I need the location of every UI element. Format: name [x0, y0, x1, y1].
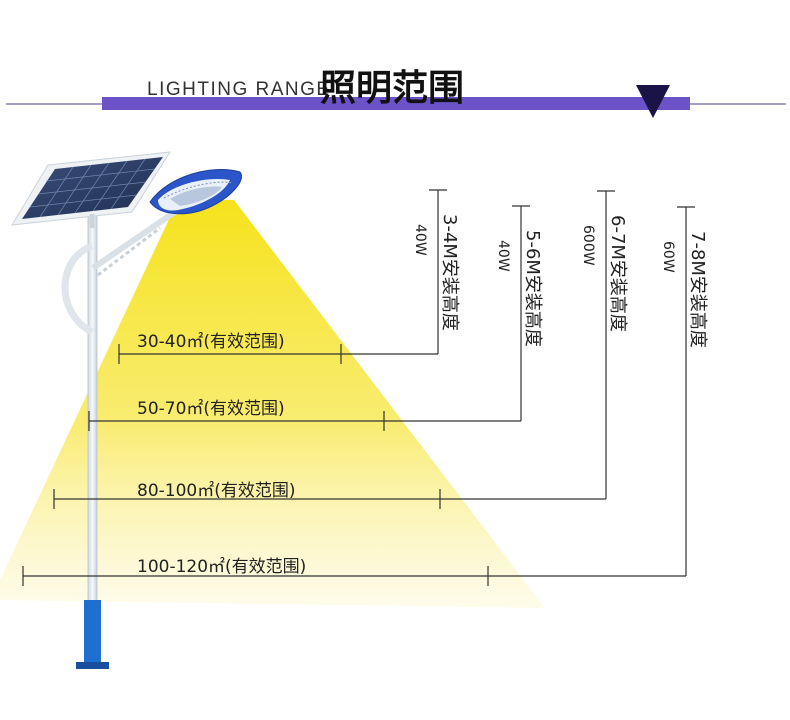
lamp-arm-brace	[97, 226, 161, 277]
lamp-arm	[91, 202, 187, 271]
install-height-label: 5-6M安装高度	[522, 230, 543, 347]
chinese-title: 照明范围	[320, 68, 464, 109]
dimension-lines: 30-40㎡(有效范围) 3-4M安装高度 40W 50-70㎡(有效范围) 5-6M安…	[22, 189, 708, 586]
area-label: 30-40㎡(有效范围)	[137, 332, 285, 352]
pole-foot	[76, 662, 109, 669]
pole-base	[84, 600, 101, 664]
pole-decor-arc	[61, 242, 94, 336]
header-accent-bar	[102, 97, 690, 110]
header-triangle-icon	[636, 85, 670, 118]
install-height-label: 7-8M安装高度	[687, 231, 708, 348]
english-title: LIGHTING RANGE	[147, 79, 331, 100]
wattage-label: 40W	[495, 240, 511, 272]
range-row-2: 50-70㎡(有效范围) 5-6M安装高度 40W	[88, 205, 543, 431]
area-label: 100-120㎡(有效范围)	[137, 557, 306, 577]
light-cone	[0, 200, 545, 608]
solar-panel	[11, 151, 171, 228]
wattage-label: 60W	[660, 241, 676, 273]
range-row-3: 80-100㎡(有效范围) 6-7M安装高度 600W	[53, 190, 628, 509]
wattage-label: 600W	[580, 225, 596, 266]
install-height-label: 6-7M安装高度	[607, 215, 628, 332]
area-label: 80-100㎡(有效范围)	[137, 481, 295, 501]
lamp-head	[149, 169, 242, 215]
install-height-label: 3-4M安装高度	[439, 214, 460, 331]
wattage-label: 40W	[412, 224, 428, 256]
range-row-4: 100-120㎡(有效范围) 7-8M安装高度 60W	[22, 206, 708, 586]
area-label: 50-70㎡(有效范围)	[137, 399, 285, 419]
range-row-1: 30-40㎡(有效范围) 3-4M安装高度 40W	[118, 189, 460, 364]
